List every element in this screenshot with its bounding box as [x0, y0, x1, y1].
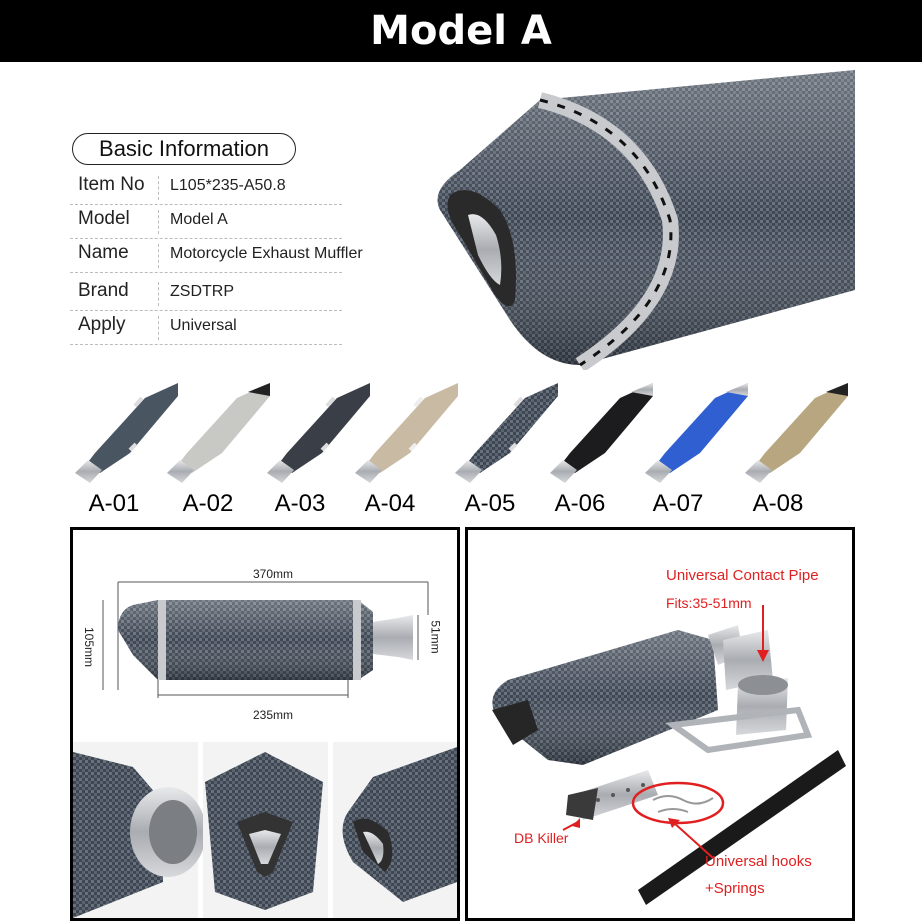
info-value: L105*235-A50.8: [170, 177, 286, 194]
variant-label: A-07: [652, 490, 704, 517]
info-label: Model: [78, 208, 130, 229]
dimension-drawing: [102, 581, 429, 698]
hooks-label: Universal hooks: [705, 853, 812, 870]
variant-a08-image: [745, 383, 848, 483]
info-row-apply: Apply Universal: [70, 310, 342, 345]
springs-label: +Springs: [705, 880, 765, 897]
variant-label: A-05: [464, 490, 516, 517]
db-killer-label: DB Killer: [514, 830, 569, 846]
info-label: Name: [78, 242, 129, 263]
dimension-outlet: 51mm: [428, 620, 443, 654]
info-heading: Basic Information: [72, 133, 296, 165]
info-row-brand: Brand ZSDTRP: [70, 276, 342, 311]
info-row-model: Model Model A: [70, 204, 342, 239]
variant-label: A-06: [554, 490, 606, 517]
info-row-item-no: Item No L105*235-A50.8: [70, 170, 342, 205]
variant-a04-image: [355, 383, 458, 483]
info-separator: [158, 210, 159, 234]
info-separator: [158, 176, 159, 200]
contact-pipe-label: Universal Contact Pipe: [666, 567, 819, 584]
variant-a05-image: [455, 383, 558, 483]
variant-label: A-03: [274, 490, 326, 517]
dimension-body: 235mm: [253, 708, 294, 722]
dimensions-panel: 370mm 105mm 51mm 235mm: [70, 527, 460, 921]
info-value: Universal: [170, 317, 237, 334]
variant-a02-image: [167, 383, 270, 483]
accessories-panel: Universal Contact Pipe Fits:35-51mm DB K…: [465, 527, 855, 921]
info-separator: [158, 244, 159, 268]
info-row-name: Name Motorcycle Exhaust Muffler: [70, 238, 363, 273]
variant-label: A-08: [752, 490, 804, 517]
variant-a03-image: [267, 383, 370, 483]
info-label: Brand: [78, 280, 129, 301]
variant-label: A-01: [88, 490, 140, 517]
info-value: ZSDTRP: [170, 283, 234, 300]
dimension-height: 105mm: [82, 626, 97, 668]
info-value: Motorcycle Exhaust Muffler: [170, 245, 363, 262]
info-separator: [158, 316, 159, 340]
info-value: Model A: [170, 211, 228, 228]
contact-pipe-fits-label: Fits:35-51mm: [666, 595, 752, 611]
variant-label: A-02: [182, 490, 234, 517]
variant-a01-image: [75, 383, 178, 483]
info-label: Item No: [78, 174, 145, 195]
variant-a06-image: [550, 383, 653, 483]
accessories-image: [492, 605, 846, 905]
variant-label: A-04: [364, 490, 416, 517]
dimension-length: 370mm: [253, 567, 294, 581]
variant-a07-image: [645, 383, 748, 483]
hero-muffler-image: [437, 70, 855, 370]
page-title: Model A: [0, 0, 922, 62]
muffler-closeup-images: [73, 742, 457, 918]
info-label: Apply: [78, 314, 126, 335]
info-separator: [158, 282, 159, 306]
